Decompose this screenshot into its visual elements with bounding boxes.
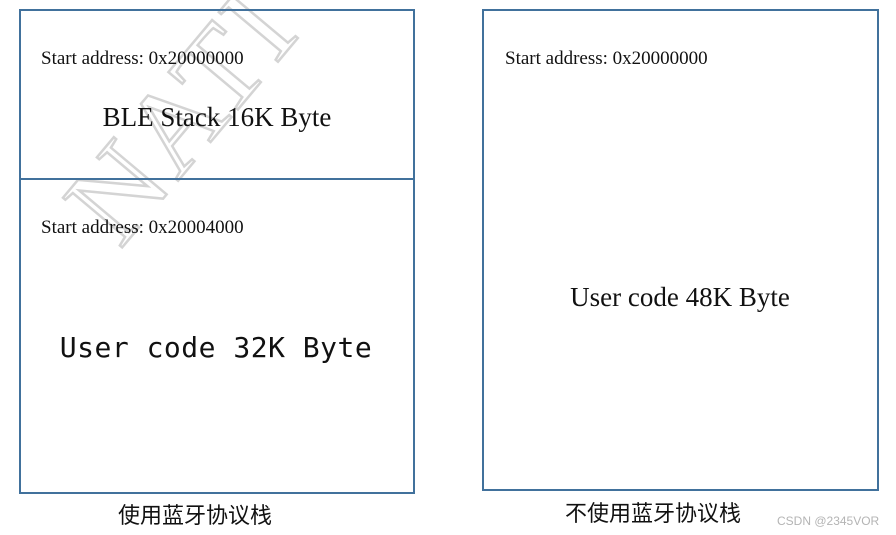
ble-stack-region (19, 9, 415, 180)
ble-stack-size-label: BLE Stack 16K Byte (102, 102, 332, 132)
source-credit: CSDN @2345VOR (777, 514, 880, 528)
right-user-code-region (482, 9, 879, 491)
left-user-code-size-label: User code 32K Byte (59, 331, 373, 364)
left-user-code-start-address: Start address: 0x20004000 (41, 217, 244, 238)
left-user-code-region (19, 178, 415, 494)
right-user-code-start-address: Start address: 0x20000000 (505, 48, 708, 69)
right-user-code-size-label: User code 48K Byte (570, 282, 790, 312)
left-caption: 使用蓝牙协议栈 (117, 504, 273, 529)
right-caption: 不使用蓝牙协议栈 (564, 502, 742, 527)
ble-stack-start-address: Start address: 0x20000000 (41, 48, 244, 69)
